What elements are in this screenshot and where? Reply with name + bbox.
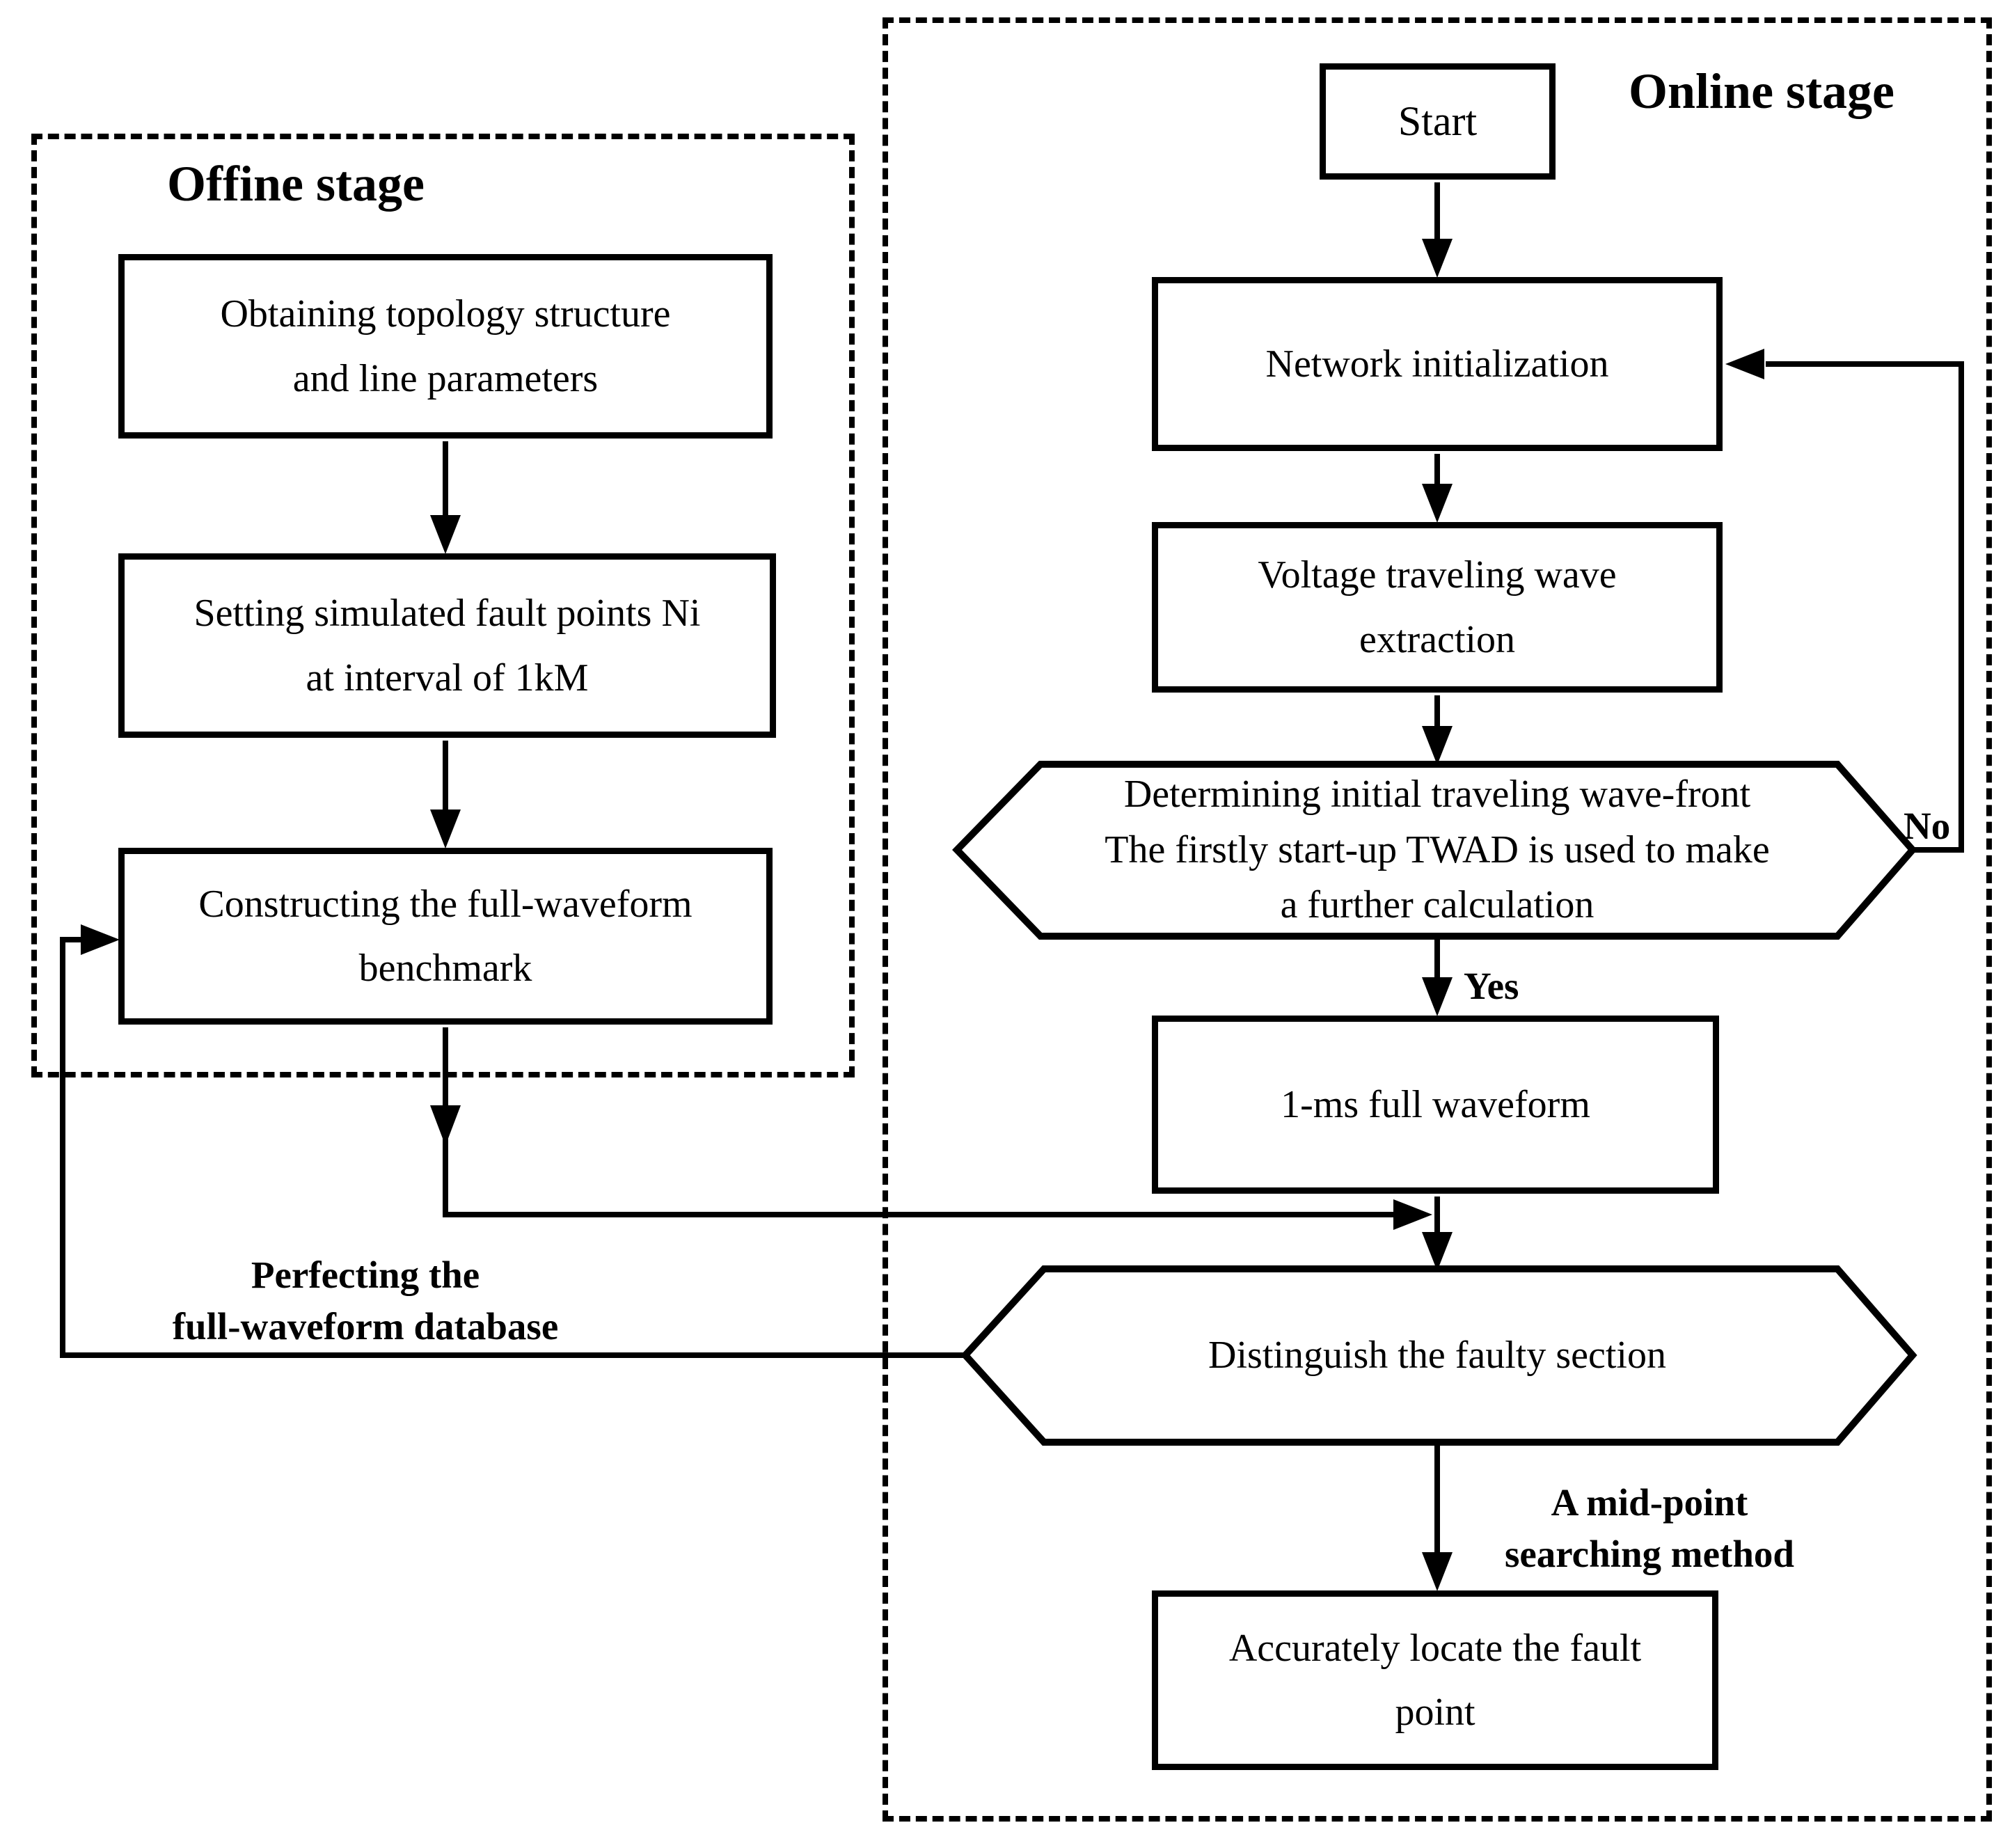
flow-box-start: Start [1320, 63, 1556, 180]
box-text-line: Obtaining topology structure [220, 292, 671, 336]
label-text-line: searching method [1504, 1533, 1795, 1576]
box-text-line: 1-ms full waveform [1281, 1082, 1590, 1126]
box-text-line: Network initialization [1265, 342, 1609, 386]
decision-text-line: The firstly start-up TWAD is used to mak… [1105, 828, 1770, 871]
decision-text-distinguish: Distinguish the faulty section [1002, 1269, 1872, 1442]
flow-box-accurately-locate: Accurately locate the fault point [1152, 1590, 1718, 1770]
arrowhead-down-icon [430, 1105, 461, 1146]
label-text-line: A mid-point [1551, 1481, 1748, 1524]
label-text-line: full-waveform database [172, 1305, 559, 1348]
online-stage-panel [883, 17, 1992, 1822]
box-text-line: benchmark [358, 947, 532, 990]
label-text-line: Perfecting the [251, 1254, 480, 1296]
box-text-line: at interval of 1kM [306, 656, 589, 700]
yes-branch-label: Yes [1464, 965, 1519, 1007]
flow-box-setting-fault-points: Setting simulated fault points Ni at int… [118, 553, 776, 738]
online-stage-title: Online stage [1629, 63, 1895, 119]
box-text-line: Voltage traveling wave [1258, 553, 1617, 597]
decision-text-line: Determining initial traveling wave-front [1123, 773, 1751, 816]
decision-text-determining: Determining initial traveling wave-front… [995, 764, 1879, 936]
no-branch-label: No [1904, 805, 1951, 847]
box-text-line: and line parameters [292, 356, 599, 400]
box-text-line: Accurately locate the fault [1228, 1626, 1642, 1670]
flow-box-network-initialization: Network initialization [1152, 277, 1723, 451]
perfecting-database-label: Perfecting the full-waveform database [129, 1249, 602, 1353]
box-text-line: Setting simulated fault points Ni [193, 592, 701, 635]
flow-box-constructing-benchmark: Constructing the full-waveform benchmark [118, 848, 773, 1025]
flow-box-1ms-full-waveform: 1-ms full waveform [1152, 1016, 1719, 1194]
box-text-line: Start [1398, 98, 1478, 144]
flow-box-obtaining-topology: Obtaining topology structure and line pa… [118, 254, 773, 439]
box-text-line: extraction [1359, 617, 1515, 661]
flow-box-voltage-extraction: Voltage traveling wave extraction [1152, 522, 1723, 693]
box-text-line: point [1395, 1691, 1475, 1734]
decision-text-line: Distinguish the faulty section [1208, 1333, 1666, 1377]
offline-stage-title: Offine stage [167, 156, 425, 212]
decision-text-line: a further calculation [1280, 883, 1594, 927]
decision-hexagon-distinguish [960, 1265, 1917, 1446]
box-text-line: Constructing the full-waveform [198, 882, 693, 926]
midpoint-searching-label: A mid-point searching method [1475, 1477, 1823, 1581]
